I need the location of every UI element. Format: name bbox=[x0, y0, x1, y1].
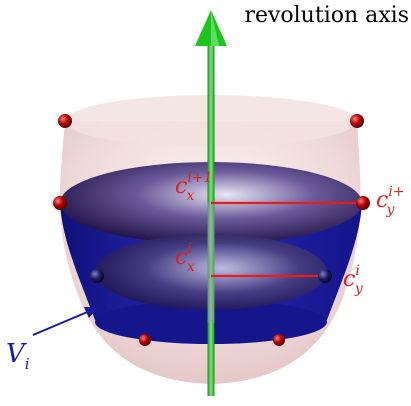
point-low-right bbox=[318, 269, 332, 283]
point-top-left bbox=[58, 114, 72, 128]
label-volume: Vi bbox=[6, 339, 30, 373]
axis-label: revolution axis bbox=[244, 3, 409, 28]
point-mid-left bbox=[53, 196, 67, 210]
volume-pointer-arrow bbox=[32, 307, 98, 336]
point-low-left bbox=[90, 269, 104, 283]
point-bottom-right bbox=[273, 334, 285, 346]
point-top-right bbox=[350, 114, 364, 128]
revolution-axis bbox=[195, 10, 227, 396]
label-cy-upper: ci+y bbox=[376, 184, 405, 218]
control-points bbox=[53, 114, 370, 346]
axis-shaft-inside-band bbox=[207, 203, 215, 323]
point-bottom-left bbox=[139, 334, 151, 346]
point-mid-right bbox=[356, 196, 370, 210]
